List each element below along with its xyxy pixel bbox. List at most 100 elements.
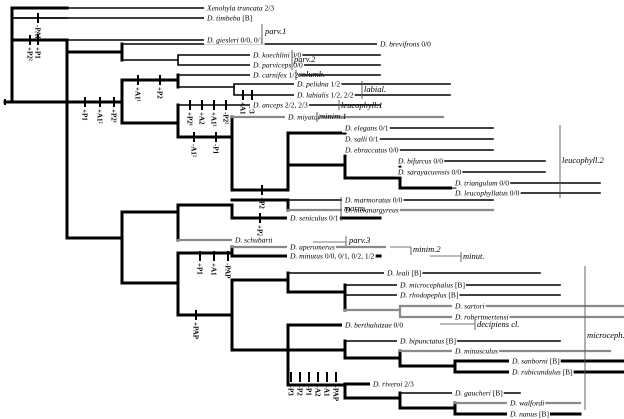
character-change: +A2 [314,372,322,397]
taxon-label-ebraccatus: D. ebraccatus 0/0 [344,146,399,155]
group-parv3: parv.3 [313,235,370,246]
label-bg [397,280,466,290]
group-label: decipiens cl. [477,319,519,329]
character-label: +A1 [239,102,247,115]
character-change: -P2² [222,100,230,124]
label-bg [377,39,433,49]
taxon-label-microcephalus: D. microcephalus [B] [399,281,465,290]
taxon-label-minusculus: D. minusculus [454,347,498,356]
taxon-label-leali: D. leali [B] [386,269,421,278]
character-change: -PAP [34,13,42,41]
character-label: +P1 [305,384,313,396]
character-change: +P1 [196,251,204,275]
character-change: +P2 [256,213,264,237]
tree-branches [3,6,624,416]
group-label: microceph. [587,330,624,340]
label-bg [342,320,405,330]
taxon-label-sarayacuensis: D. sarayacuensis 0/0 [397,168,461,177]
character-label: +PAP [332,384,340,402]
label-bg [384,268,423,278]
group-labial: labial. [361,81,386,99]
label-bg [204,3,276,13]
taxon-label-berthalutzae: D. berthalutzae 0/0 [344,321,403,330]
label-bg [342,134,380,144]
label-bg [250,100,310,110]
branch-xenohyla [10,6,69,104]
taxon-label-sartori: D. sartori [454,302,485,311]
taxon-label-parviceps: D. parviceps 0/0 [252,61,303,70]
character-change: +A1² [96,97,104,124]
character-change: +A1 [210,251,218,276]
character-change: -P1 [212,132,220,155]
taxon-label-rhodopeplus: D. rhodopeplus [B] [399,291,458,300]
taxon-label-minutus: D. minutus 0/0, 0/1, 0/2, 1/2 [289,252,375,261]
taxon-label-giesleri: D. giesleri 0/0, 0/1 [206,36,264,45]
label-bg [285,112,321,122]
label-bg [232,235,274,245]
character-change: +PAP [192,310,200,340]
character-label: +P3 [287,384,295,396]
character-label: +A1² [96,109,104,124]
character-label: -PAP [34,25,42,41]
character-label: +P2 [258,197,266,209]
character-change: +P1 [34,35,42,59]
character-change: -A1² [190,132,198,157]
taxon-label-xenohyla: Xenohyla truncata 2/3 [206,4,274,13]
character-label: +A1 [323,384,331,397]
character-change-marks: -PAP+P1+P2²+P1+A1²+P2¹+A1¹+P2+A1+P3+P2¹+… [4,13,340,402]
character-change: +P2 [156,75,164,99]
group-label: minim.1 [319,111,347,121]
character-label: +P2¹ [186,112,194,126]
taxon-label-sspmerus: D. aperomerus [289,243,335,252]
taxon-label-bipunctatus: D. bipunctatus [B] [399,337,456,346]
label-bg [342,205,400,215]
label-bg [452,188,521,198]
group-leucophyll2: leucophyll.2 [559,125,605,198]
label-bg [250,60,305,70]
group-label: columb. [298,69,325,79]
character-label: +A1¹ [134,87,142,102]
character-change: +PAP [332,372,340,402]
taxon-label-rubicundulus: D. rubicundulus [B] [511,368,573,377]
group-label: parv.3 [348,235,370,245]
taxon-label-sanborni: D. sanborni [B] [511,357,560,366]
taxon-label-gaucheri: D. gaucheri [B] [454,389,503,398]
group-minim2: minim.2 [390,244,441,255]
label-bg [452,178,511,188]
label-bg [204,35,265,45]
character-change: +P2 [258,185,266,209]
character-label: +PAP [192,322,200,340]
label-bg [395,167,463,177]
group-label: parv.1 [264,26,286,36]
taxon-label-robertmertensi: D. robertmertensi [454,313,508,322]
label-bg [397,336,458,346]
character-label: +P1 [196,263,204,275]
character-change: +A1¹ [134,75,142,102]
label-bg [509,367,574,377]
group-label: leucophyll.1 [341,100,383,110]
label-bg [250,50,303,60]
label-bg [452,346,500,356]
taxon-label-bifurcus: D. bifurcus 0/0 [397,157,443,166]
label-bg [287,242,336,252]
taxon-label-nanus: D. nanus [B] [509,410,549,419]
taxon-label-seniculus: D. seniculus 0/1 [289,214,339,223]
taxon-label-timbeba: D. timbeba [B] [206,14,252,23]
character-label: +P1 [34,47,42,59]
character-label: +A2 [198,112,206,125]
group-label: leucophyll.2 [562,155,605,165]
character-label: +A1 [210,263,218,276]
taxon-label-brevifrons: D. brevifrons 0/0 [379,40,431,49]
character-change: +A2 [198,100,206,125]
character-label: +P2¹ [110,109,118,123]
label-bg [342,123,390,133]
group-label: minim.2 [413,244,441,254]
character-label: -PAP [224,263,232,279]
character-label: -P2² [222,112,230,124]
label-bg [342,145,400,155]
group-brackets: parv.1parv.2columb.labial.leucophyll.1mi… [261,24,624,410]
label-bg [294,90,355,100]
group-columb: columb. [295,69,325,80]
group-label: labial. [364,84,386,94]
character-label: +A1¹ [210,112,218,127]
